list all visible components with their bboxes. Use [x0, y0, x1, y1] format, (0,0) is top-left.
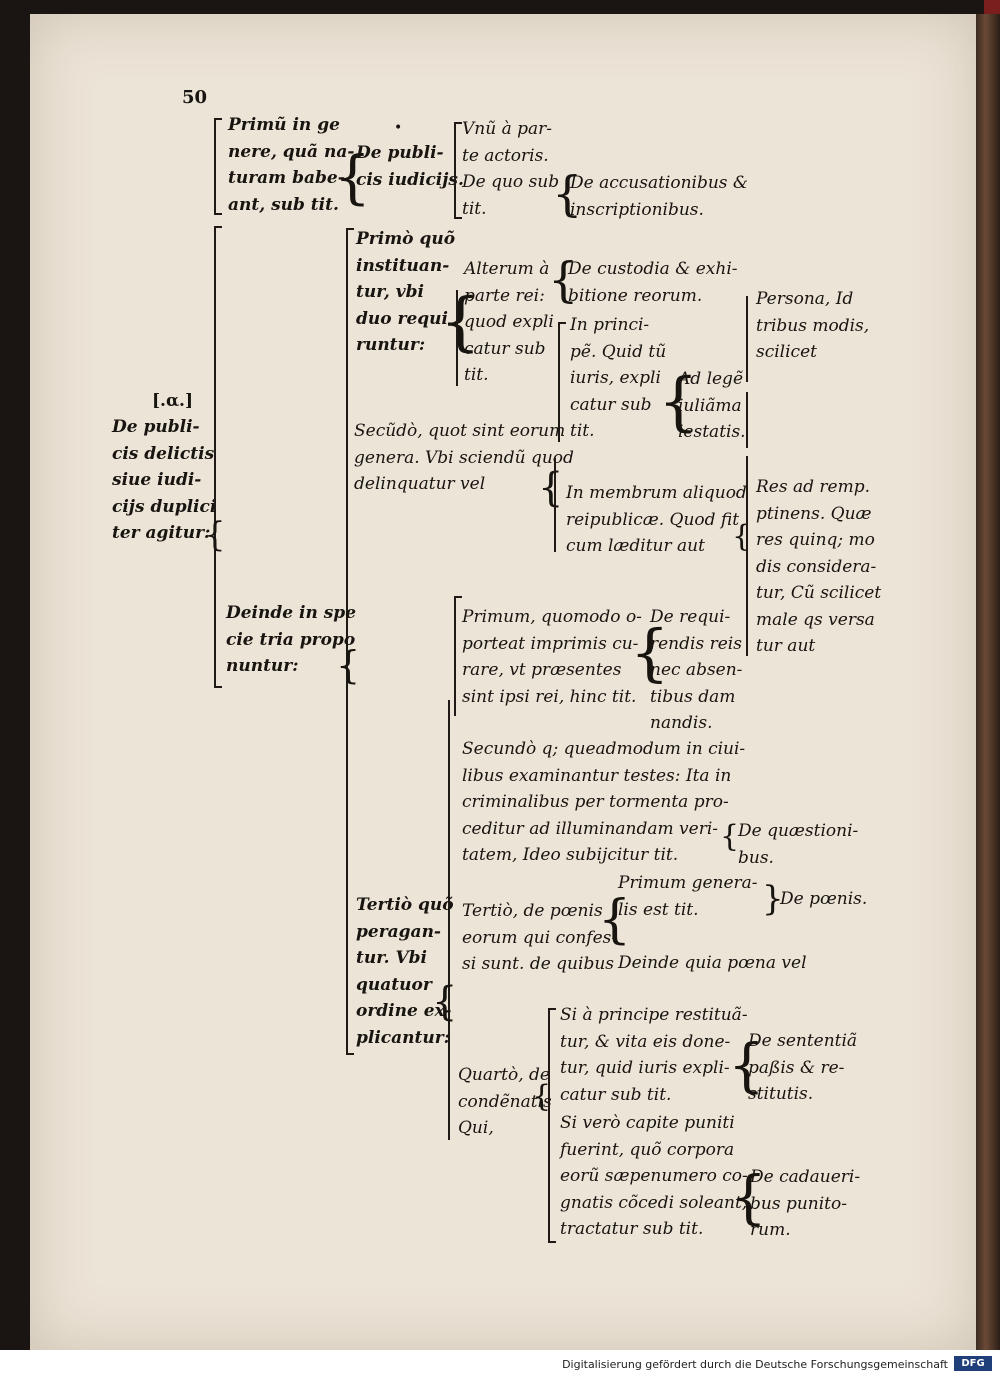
- book-edge-ribbon: [984, 0, 1000, 14]
- de-cadaveribus: De cadaueri- bus punito- rum.: [750, 1167, 861, 1240]
- second-brace-top: [346, 228, 354, 230]
- membrum-brace-line: [554, 458, 556, 552]
- de-custodia: De custodia & exhi- bitione reorum.: [568, 259, 738, 306]
- res-ad-remp: Res ad remp. ptinens. Quæ res quinq; mo …: [756, 477, 882, 656]
- unum-a-parte: Vnũ à par- te actoris. De quo sub tit.: [462, 119, 560, 219]
- unum-brace-top: [454, 122, 462, 124]
- footer-bar: Digitalisierung gefördert durch die Deut…: [0, 1350, 1000, 1378]
- primum-brace-bottom: [214, 213, 222, 215]
- unum-brace-line: [454, 122, 456, 218]
- page-number: 50: [182, 87, 208, 108]
- res-ad-brace: {: [732, 519, 752, 554]
- unum-brace-bottom: [454, 217, 462, 219]
- root-mark: [.α.]: [152, 391, 194, 411]
- secundo-quot: Secũdò, quot sint eorum genera. Vbi scie…: [354, 421, 574, 494]
- persona-brace-line-lower: [746, 392, 748, 448]
- si-a-principe: Si à principe restituã- tur, & vita eis …: [560, 1005, 748, 1105]
- alterum-a-parte-rei: Alterum à parte rei: quod expli catur su…: [464, 259, 554, 385]
- quarto-brace-top: [548, 1008, 556, 1010]
- deinde-in-specie: Deinde in spe cie tria propo nuntur:: [226, 603, 357, 676]
- de-accusationibus: De accusationibus & inscriptionibus.: [570, 173, 749, 220]
- si-vero: Si verò capite puniti fuerint, quõ corpo…: [560, 1113, 748, 1239]
- primum-generalis: Primum genera- lis est tit.: [618, 873, 758, 920]
- ad-legem-iuliam: Ad legẽ iuliãma iestatis.: [678, 369, 746, 442]
- de-poenis: De pœnis.: [780, 889, 868, 909]
- quaestionibus-brace: {: [720, 819, 740, 854]
- primum-brace-top: [214, 118, 222, 120]
- tertio-brace-line-a: [454, 596, 456, 716]
- root-brace-top: [214, 226, 222, 228]
- primum-in-genere: Primũ in ge nere, quã na- turam babe- an…: [228, 115, 355, 215]
- custodia-brace: {: [548, 252, 579, 308]
- footer-credit: Digitalisierung gefördert durch die Deut…: [562, 1358, 948, 1371]
- root-brace-bottom: [214, 686, 222, 688]
- book-edge: [976, 14, 1000, 1350]
- in-membrum: In membrum aliquod reipublicæ. Quod fit …: [566, 483, 747, 556]
- primo-quo: Primò quõ instituan- tur, vbi duo requi …: [356, 229, 456, 355]
- de-quaestionibus: De quæstioni- bus.: [738, 821, 859, 868]
- tertio-quo: Tertiò quõ peragan- tur. Vbi quatuor ord…: [356, 895, 454, 1048]
- dfg-logo: DFG: [954, 1356, 992, 1371]
- root-brace-tip: {: [204, 515, 226, 555]
- alterum-brace-line: [456, 290, 458, 386]
- quarto-de-condemnatis: Quartò, de condẽnatis Qui,: [458, 1065, 552, 1138]
- secundo-brace: {: [538, 465, 564, 511]
- primo-quo-brace: {: [440, 285, 481, 359]
- persona: Persona, Id tribus modis, scilicet: [756, 289, 870, 362]
- ad-legem-brace: {: [658, 365, 699, 439]
- poenis-brace: {: [598, 890, 632, 950]
- tertio-brace-line-b: [448, 700, 450, 1140]
- second-brace-bottom: [346, 1053, 354, 1055]
- cadaveribus-brace: {: [730, 1163, 767, 1231]
- root-text: De publi- cis delictis siue iudi- cijs d…: [112, 417, 217, 543]
- de-publicis-iudiciis: De publi- cis iudicijs.: [356, 143, 464, 190]
- quarto-brace-line: [548, 1008, 550, 1242]
- root-brace-line: [214, 226, 216, 686]
- deinde-quia: Deinde quia pœna vel: [618, 953, 807, 973]
- tertio-brace-top: [454, 596, 462, 598]
- second-brace-line: [346, 228, 348, 1054]
- in-principe: In princi- pẽ. Quid tũ iuris, expli catu…: [570, 315, 667, 441]
- tertio-quo-brace: {: [432, 979, 458, 1025]
- res-brace-line: [746, 456, 748, 656]
- de-sententia: De sententiã paßis & re- stitutis.: [748, 1031, 858, 1104]
- quarto-brace: {: [532, 1079, 552, 1114]
- asterisk-mark: •: [394, 120, 403, 136]
- primum-quomodo: Primum, quomodo o- porteat imprimis cu- …: [462, 607, 642, 707]
- requirendis-brace: {: [630, 616, 670, 689]
- quarto-brace-bottom: [548, 1241, 556, 1243]
- principe-brace-line: [558, 322, 560, 442]
- sententia-brace: {: [728, 1031, 765, 1099]
- de-poenis-brace: }: [762, 879, 784, 919]
- de-requirendis: De requi- rendis reis nec absen- tibus d…: [650, 607, 743, 733]
- secundo-quemadmodum: Secundò q; queadmodum in ciui- libus exa…: [462, 739, 746, 865]
- tertio-de-poenis: Tertiò, de pœnis eorum qui confes- si su…: [462, 901, 618, 974]
- persona-brace-line: [746, 296, 748, 382]
- accusationibus-brace: {: [552, 166, 583, 222]
- principe-brace-top: [558, 322, 566, 324]
- book-page: [30, 14, 976, 1350]
- primum-brace: {: [334, 143, 371, 211]
- primum-brace-line: [214, 118, 216, 214]
- second-brace-tip: {: [336, 643, 361, 687]
